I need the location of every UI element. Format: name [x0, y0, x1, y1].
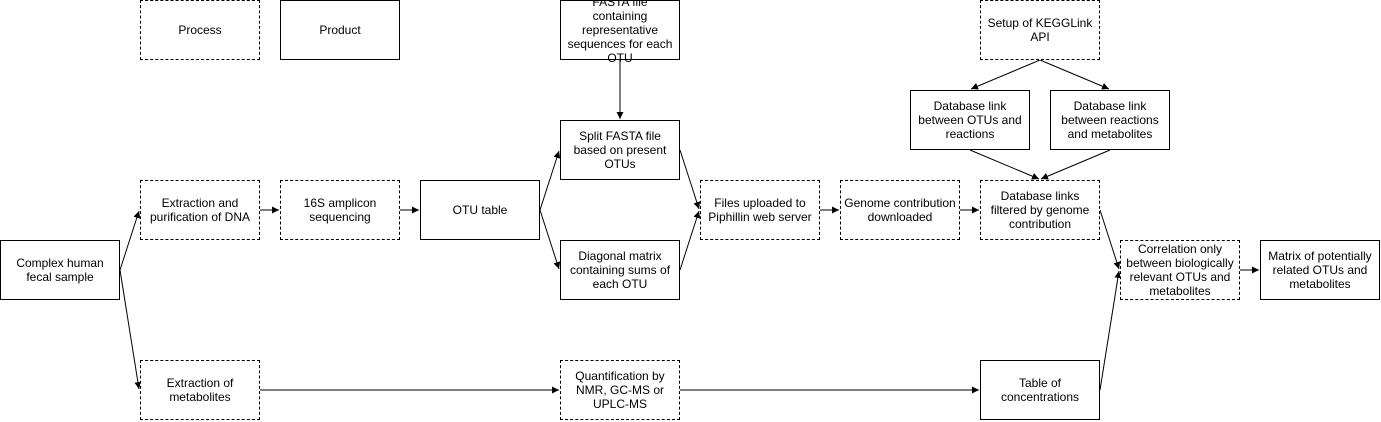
otu-table-node: OTU table — [420, 180, 540, 240]
amplicon-sequencing-node: 16S amplicon sequencing — [280, 180, 400, 240]
legend-process-label: Process — [178, 23, 222, 37]
files-uploaded-node: Files uploaded to Piphillin web server — [700, 180, 820, 240]
genome-contribution-label: Genome contribution downloaded — [844, 196, 956, 224]
arrow-otu-table-to-split-fasta — [539, 150, 561, 211]
table-concentrations-node: Table of concentrations — [980, 360, 1100, 420]
files-uploaded-label: Files uploaded to Piphillin web server — [708, 196, 812, 224]
extraction-dna-node: Extraction and purification of DNA — [140, 180, 260, 240]
matrix-result-label: Matrix of potentially related OTUs and m… — [1268, 249, 1372, 291]
quantification-node: Quantification by NMR, GC-MS or UPLC-MS — [560, 360, 680, 420]
arrow-table-concentrations-to-correlation — [1099, 270, 1122, 391]
arrow-sample-to-extraction-dna — [119, 210, 141, 271]
genome-contribution-node: Genome contribution downloaded — [840, 180, 960, 240]
diagonal-matrix-node: Diagonal matrix containing sums of each … — [560, 240, 680, 300]
extraction-metabolites-node: Extraction of metabolites — [140, 360, 260, 420]
table-concentrations-label: Table of concentrations — [1000, 376, 1080, 404]
db-filtered-node: Database links filtered by genome contri… — [980, 180, 1100, 240]
amplicon-sequencing-label: 16S amplicon sequencing — [303, 196, 377, 224]
extraction-dna-label: Extraction and purification of DNA — [149, 196, 251, 224]
matrix-result-node: Matrix of potentially related OTUs and m… — [1260, 240, 1380, 300]
arrow-kegglink-to-db-reactions-metabolites — [1039, 59, 1110, 90]
split-fasta-label: Split FASTA file based on present OTUs — [573, 129, 667, 171]
legend-product-label: Product — [319, 23, 361, 37]
legend-product-box: Product — [280, 0, 400, 60]
correlation-label: Correlation only between biologically re… — [1126, 242, 1234, 298]
arrow-db-reactions-metabolites-to-db-filtered — [1040, 149, 1111, 180]
arrow-db-filtered-to-correlation — [1099, 209, 1121, 270]
db-otus-reactions-node: Database link between OTUs and reactions — [910, 90, 1030, 150]
split-fasta-node: Split FASTA file based on present OTUs — [560, 120, 680, 180]
complex-sample-node: Complex human fecal sample — [0, 240, 120, 300]
db-otus-reactions-label: Database link between OTUs and reactions — [918, 99, 1022, 141]
otu-table-label: OTU table — [452, 203, 508, 217]
extraction-metabolites-label: Extraction of metabolites — [166, 376, 234, 404]
arrow-otu-table-to-diagonal-matrix — [539, 209, 561, 270]
kegglink-setup-label: Setup of KEGGLink API — [987, 16, 1093, 44]
fasta-file-label: FASTA file containing representative seq… — [567, 0, 673, 65]
kegglink-setup-node: Setup of KEGGLink API — [980, 0, 1100, 60]
diagonal-matrix-label: Diagonal matrix containing sums of each … — [569, 249, 671, 291]
quantification-label: Quantification by NMR, GC-MS or UPLC-MS — [575, 369, 665, 411]
arrow-kegglink-to-db-otus-reactions — [970, 59, 1041, 90]
arrow-db-otus-reactions-to-db-filtered — [969, 149, 1040, 180]
correlation-node: Correlation only between biologically re… — [1120, 240, 1240, 300]
complex-sample-label: Complex human fecal sample — [16, 256, 104, 284]
fasta-file-node: FASTA file containing representative seq… — [560, 0, 680, 65]
arrow-diagonal-matrix-to-files-uploaded — [679, 210, 701, 271]
db-reactions-metabolites-node: Database link between reactions and meta… — [1050, 90, 1170, 150]
arrow-split-fasta-to-files-uploaded — [679, 149, 701, 210]
arrow-sample-to-extraction-metabolites — [119, 269, 142, 390]
legend-process-box: Process — [140, 0, 260, 60]
db-filtered-label: Database links filtered by genome contri… — [990, 189, 1090, 231]
db-reactions-metabolites-label: Database link between reactions and meta… — [1061, 99, 1159, 141]
